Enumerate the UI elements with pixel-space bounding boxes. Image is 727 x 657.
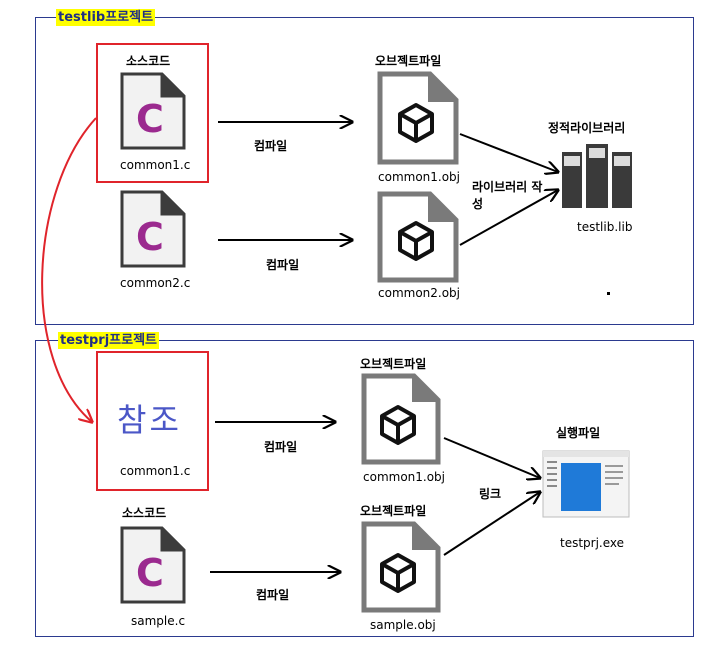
file-name-sample-c: sample.c xyxy=(131,614,186,628)
link-label: 링크 xyxy=(479,487,502,501)
source-code-header: 소스코드 xyxy=(126,54,171,68)
source-highlight-box xyxy=(96,43,209,183)
compile-label: 컴파일 xyxy=(264,440,298,454)
compile-label: 컴파일 xyxy=(266,258,300,272)
file-name-common1-obj: common1.obj xyxy=(378,170,461,184)
file-name-prj-common1-obj: common1.obj xyxy=(363,470,446,484)
testlib-panel xyxy=(35,17,694,325)
file-name-common2-obj: common2.obj xyxy=(378,286,461,300)
file-name-testlib-lib: testlib.lib xyxy=(577,220,633,234)
file-name-ref-common1-c: common1.c xyxy=(120,464,191,478)
file-name-common1-c: common1.c xyxy=(120,158,191,172)
file-name-common2-c: common2.c xyxy=(120,276,191,290)
source-code-header: 소스코드 xyxy=(122,506,167,520)
compile-label: 컴파일 xyxy=(256,588,290,602)
object-file-header: 오브젝트파일 xyxy=(360,504,427,518)
testlib-panel-title: testlib프로젝트 xyxy=(56,9,156,26)
object-file-header: 오브젝트파일 xyxy=(375,54,442,68)
build-library-label: 라이브러리 작성 xyxy=(472,180,543,211)
file-name-testprj-exe: testprj.exe xyxy=(560,536,625,550)
object-file-header: 오브젝트파일 xyxy=(360,357,427,371)
executable-header: 실행파일 xyxy=(556,426,601,440)
testprj-panel-title: testprj프로젝트 xyxy=(58,332,159,349)
reference-highlight-box xyxy=(96,351,209,491)
static-library-header: 정적라이브러리 xyxy=(548,121,626,135)
file-name-sample-obj: sample.obj xyxy=(370,618,436,632)
stray-dot xyxy=(607,292,610,295)
reference-text: 참조 xyxy=(117,401,182,439)
compile-label: 컴파일 xyxy=(254,139,288,153)
